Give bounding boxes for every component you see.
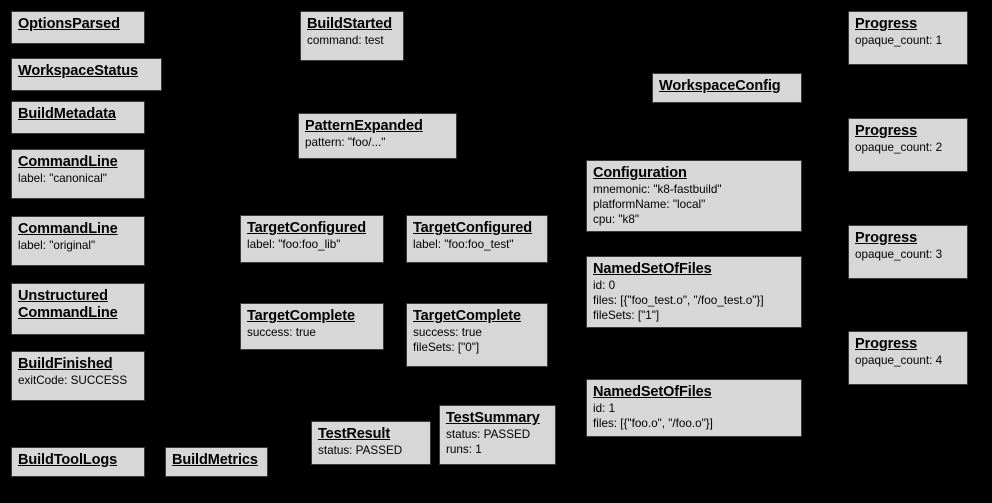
node-configuration[interactable]: Configuration mnemonic: "k8-fastbuild"pla… — [586, 160, 802, 232]
node-build-finished[interactable]: BuildFinished exitCode: SUCCESS — [11, 351, 145, 401]
node-field: runs: 1 — [446, 442, 482, 456]
node-title: TargetConfigured — [413, 220, 532, 236]
node-target-complete-lib[interactable]: TargetComplete success: true — [240, 303, 384, 350]
node-field: exitCode: SUCCESS — [18, 374, 128, 388]
node-title: BuildFinished — [18, 356, 113, 372]
node-options-parsed[interactable]: OptionsParsed — [11, 11, 145, 44]
node-command-line-canonical[interactable]: CommandLine label: "canonical" — [11, 149, 145, 199]
node-title: NamedSetOfFiles — [593, 261, 712, 277]
node-title: Configuration — [593, 165, 687, 181]
node-title: OptionsParsed — [18, 16, 120, 32]
node-workspace-status[interactable]: WorkspaceStatus — [11, 58, 162, 91]
node-title: Progress — [855, 336, 918, 352]
node-title: WorkspaceConfig — [659, 78, 781, 94]
node-title: Progress — [855, 16, 918, 32]
node-title: TestSummary — [446, 410, 540, 426]
node-title: CommandLine — [18, 154, 118, 170]
node-build-started[interactable]: BuildStarted command: test — [300, 11, 404, 61]
node-field: label: "canonical" — [18, 172, 107, 186]
node-field: id: 1 — [593, 402, 616, 416]
node-workspace-config[interactable]: WorkspaceConfig — [652, 73, 802, 103]
node-field: fileSets: ["1"] — [593, 308, 660, 322]
node-title: NamedSetOfFiles — [593, 384, 712, 400]
node-field: mnemonic: "k8-fastbuild" — [593, 183, 722, 197]
node-title: Progress — [855, 123, 918, 139]
node-progress-3[interactable]: Progress opaque_count: 3 — [848, 225, 968, 279]
node-field: opaque_count: 3 — [855, 248, 943, 262]
node-title: PatternExpanded — [305, 118, 423, 134]
node-title: CommandLine — [18, 221, 118, 237]
node-target-configured-foo-lib[interactable]: TargetConfigured label: "foo:foo_lib" — [240, 215, 384, 263]
node-title: TestResult — [318, 426, 391, 442]
node-field: label: "original" — [18, 239, 96, 253]
node-target-configured-foo-test[interactable]: TargetConfigured label: "foo:foo_test" — [406, 215, 548, 263]
node-field: pattern: "foo/..." — [305, 136, 386, 150]
node-build-metrics[interactable]: BuildMetrics — [165, 447, 268, 477]
node-title: TargetComplete — [247, 308, 355, 324]
node-command-line-original[interactable]: CommandLine label: "original" — [11, 216, 145, 266]
node-title: BuildMetrics — [172, 452, 258, 468]
node-field: opaque_count: 2 — [855, 141, 943, 155]
node-field: cpu: "k8" — [593, 212, 639, 226]
node-field: opaque_count: 4 — [855, 354, 943, 368]
node-title: WorkspaceStatus — [18, 63, 138, 79]
node-field: files: [{"foo.o", "/foo.o"}] — [593, 416, 713, 430]
node-title: TargetComplete — [413, 308, 521, 324]
node-field: command: test — [307, 34, 384, 48]
node-field: label: "foo:foo_lib" — [247, 238, 341, 252]
node-title: Progress — [855, 230, 918, 246]
node-title: TargetConfigured — [247, 220, 366, 236]
node-title: BuildMetadata — [18, 106, 116, 122]
node-field: success: true — [247, 326, 316, 340]
node-field: id: 0 — [593, 279, 616, 293]
node-progress-2[interactable]: Progress opaque_count: 2 — [848, 118, 968, 172]
node-field: status: PASSED — [446, 428, 531, 442]
node-title: BuildStarted — [307, 16, 393, 32]
node-field: status: PASSED — [318, 444, 403, 458]
node-field: fileSets: ["0"] — [413, 340, 480, 354]
node-build-tool-logs[interactable]: BuildToolLogs — [11, 447, 145, 477]
node-field: opaque_count: 1 — [855, 34, 943, 48]
node-progress-1[interactable]: Progress opaque_count: 1 — [848, 11, 968, 65]
node-title: BuildToolLogs — [18, 452, 118, 468]
node-field: platformName: "local" — [593, 197, 706, 211]
node-progress-4[interactable]: Progress opaque_count: 4 — [848, 331, 968, 385]
node-unstructured-command-line[interactable]: Unstructured CommandLine — [11, 283, 145, 335]
node-field: files: [{"foo_test.o", "/foo_test.o"}] — [593, 293, 764, 307]
node-build-metadata[interactable]: BuildMetadata — [11, 101, 145, 134]
node-title: Unstructured CommandLine — [18, 288, 118, 322]
node-test-result[interactable]: TestResult status: PASSED — [311, 421, 431, 465]
node-field: success: true — [413, 326, 482, 340]
node-pattern-expanded[interactable]: PatternExpanded pattern: "foo/..." — [298, 113, 457, 159]
node-field: label: "foo:foo_test" — [413, 238, 514, 252]
